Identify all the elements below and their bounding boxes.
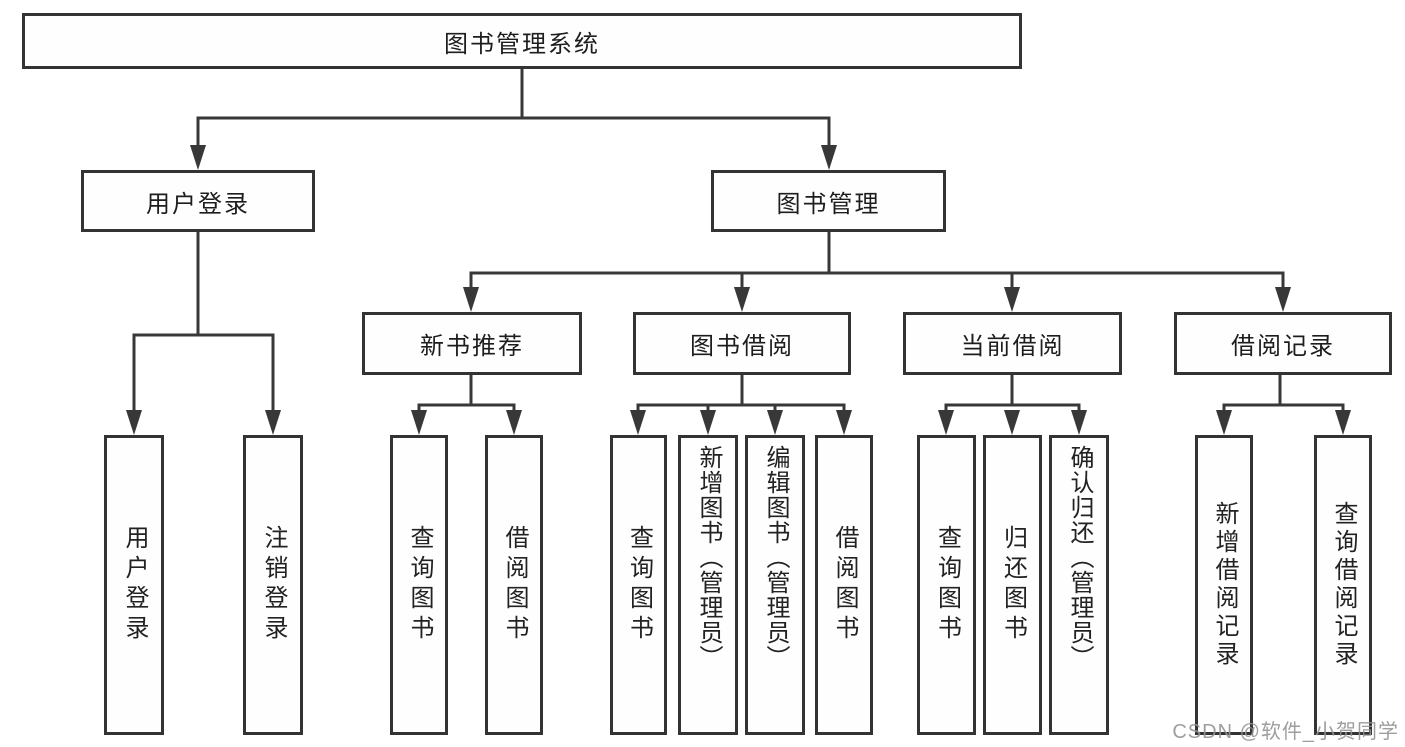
watermark: CSDN @软件_小贺同学 [1172,721,1399,743]
node-book-borrow: 图书借阅 [633,312,851,375]
leaf-borrow-books-1: 借阅图书 [485,435,543,735]
node-label: 图书管理 [776,190,881,218]
leaf-query-books-2: 查询图书 [610,435,667,735]
leaf-label: 注销登录 [260,525,287,645]
leaf-query-books-1: 查询图书 [390,435,448,735]
node-book-management: 图书管理 [711,170,946,232]
leaf-label: 查询图书 [406,525,433,645]
leaf-confirm-return-admin: 确认归还（管理员） [1049,435,1109,735]
node-borrow-records: 借阅记录 [1174,312,1392,375]
node-label: 图书借阅 [690,333,794,360]
leaf-borrow-books-2: 借阅图书 [815,435,873,735]
node-system-root: 图书管理系统 [22,13,1022,69]
node-label: 当前借阅 [960,333,1065,360]
leaf-label: 查询图书 [933,525,961,645]
leaf-add-books-admin: 新增图书（管理员） [678,435,738,735]
leaf-label: 确认归还（管理员） [1066,445,1093,670]
arrowhead-icons [126,145,1351,435]
leaf-logout-login: 注销登录 [243,435,303,735]
leaf-return-books: 归还图书 [983,435,1042,735]
leaf-edit-books-admin: 编辑图书（管理员） [745,435,805,735]
node-new-book-recommend: 新书推荐 [362,312,582,375]
node-label: 图书管理系统 [444,30,600,58]
leaf-label: 编辑图书（管理员） [762,445,789,670]
leaf-label: 查询图书 [625,525,653,645]
leaf-label: 新增图书（管理员） [695,445,722,670]
leaf-user-login: 用户登录 [104,435,164,735]
node-user-login: 用户登录 [81,170,315,232]
node-label: 用户登录 [146,190,250,218]
leaf-label: 用户登录 [121,525,148,645]
leaf-add-borrow-record: 新增借阅记录 [1195,435,1253,735]
leaf-label: 新增借阅记录 [1211,501,1238,669]
leaf-label: 归还图书 [999,525,1027,645]
leaf-label: 借阅图书 [501,525,528,645]
leaf-label: 借阅图书 [831,525,858,645]
node-current-borrow: 当前借阅 [903,312,1122,375]
node-label: 借阅记录 [1231,333,1335,360]
leaf-query-books-3: 查询图书 [917,435,976,735]
leaf-label: 查询借阅记录 [1330,501,1357,669]
node-label: 新书推荐 [420,333,524,360]
leaf-query-borrow-record: 查询借阅记录 [1314,435,1372,735]
